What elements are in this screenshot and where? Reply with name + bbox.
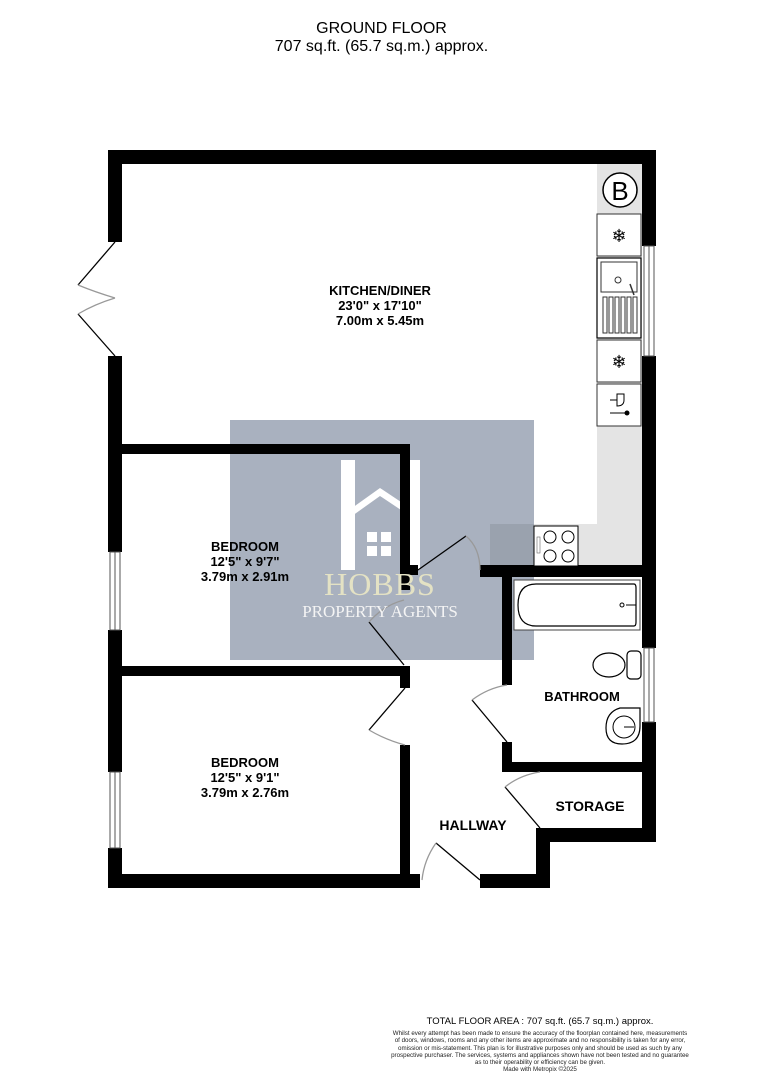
- room-storage: STORAGE: [545, 799, 635, 814]
- french-doors: [77, 241, 116, 357]
- windows: [109, 245, 655, 849]
- fridge-icon: ❄: [596, 213, 642, 257]
- sink-icon: [596, 257, 642, 339]
- room-metric: 3.79m x 2.76m: [200, 785, 290, 800]
- room-bedroom-2: BEDROOM 12'5" x 9'1" 3.79m x 2.76m: [185, 755, 305, 800]
- disclaimer-line: prospective purchaser. The services, sys…: [391, 1051, 689, 1059]
- floor-header: GROUND FLOOR 707 sq.ft. (65.7 sq.m.) app…: [0, 20, 763, 56]
- bedroom1-door: [368, 621, 405, 666]
- floor-name: GROUND FLOOR: [316, 20, 447, 37]
- bath-icon: [513, 579, 641, 631]
- bathroom-door: [471, 699, 508, 743]
- kitchen-door: [417, 535, 467, 571]
- basin-icon: [605, 707, 641, 745]
- total-floor-area: TOTAL FLOOR AREA : 707 sq.ft. (65.7 sq.m…: [426, 1016, 654, 1027]
- toilet-icon: [592, 650, 642, 680]
- svg-text:B: B: [611, 176, 628, 206]
- room-name: BEDROOM: [211, 539, 279, 554]
- bedroom2-door: [368, 687, 406, 731]
- disclaimer-line: of doors, windows, rooms and any other i…: [394, 1037, 686, 1045]
- watermark-tagline: PROPERTY AGENTS: [302, 602, 458, 621]
- storage-door: [504, 786, 541, 829]
- room-name: BEDROOM: [211, 755, 279, 770]
- disclaimer-line: omission or mis-statement. This plan is …: [398, 1044, 682, 1052]
- disclaimer-line: Whilst every attempt has been made to en…: [392, 1030, 688, 1037]
- svg-text:❄: ❄: [611, 226, 626, 246]
- boiler-icon: B: [602, 172, 638, 208]
- room-imperial: 12'5" x 9'1": [210, 770, 280, 785]
- doors: [77, 241, 541, 881]
- room-name: HALLWAY: [439, 817, 507, 833]
- room-hallway: HALLWAY: [427, 818, 519, 833]
- entrance-door: [435, 842, 481, 881]
- room-bedroom-1: BEDROOM 12'5" x 9'7" 3.79m x 2.91m: [185, 539, 305, 584]
- room-name: KITCHEN/DINER: [329, 283, 431, 298]
- dishwasher-icon: [596, 383, 642, 427]
- svg-text:❄: ❄: [611, 352, 626, 372]
- watermark-brand: HOBBS: [324, 566, 436, 602]
- room-name: BATHROOM: [544, 689, 620, 704]
- floor-area: 707 sq.ft. (65.7 sq.m.) approx.: [274, 38, 489, 55]
- room-metric: 3.79m x 2.91m: [200, 569, 290, 584]
- room-imperial: 12'5" x 9'7": [210, 554, 280, 569]
- room-metric: 7.00m x 5.45m: [335, 313, 425, 328]
- disclaimer: Whilst every attempt has been made to en…: [345, 1030, 735, 1074]
- room-kitchen-diner: KITCHEN/DINER 23'0" x 17'10" 7.00m x 5.4…: [300, 283, 460, 328]
- freezer-icon: ❄: [596, 339, 642, 383]
- room-imperial: 23'0" x 17'10": [338, 298, 422, 313]
- room-name: STORAGE: [555, 798, 625, 814]
- made-with: Made with Metropix ©2025: [503, 1066, 577, 1074]
- walls: [108, 150, 656, 888]
- hob-icon: [533, 525, 579, 567]
- room-bathroom: BATHROOM: [532, 689, 632, 704]
- disclaimer-line: as to their operability or efficiency ca…: [474, 1059, 606, 1067]
